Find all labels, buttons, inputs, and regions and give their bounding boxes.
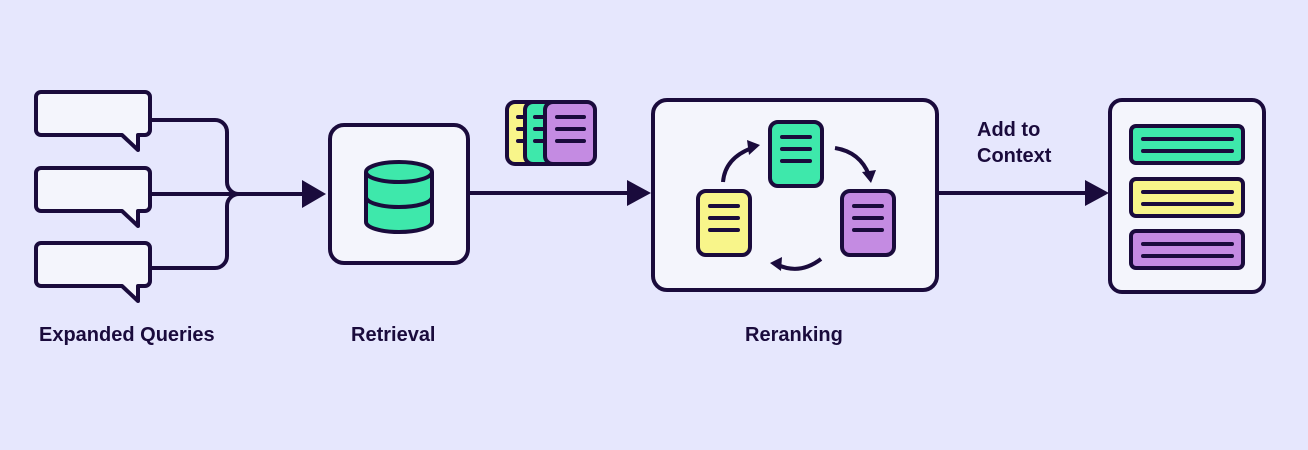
document-stack-icon — [505, 100, 597, 166]
cycle-documents-icon — [696, 120, 896, 271]
context-item-purple — [1129, 229, 1245, 270]
merge-connector — [152, 118, 316, 270]
arrow-to-reranking — [627, 180, 651, 206]
context-list-icon — [1129, 124, 1245, 270]
edge-label-line-1: Add to — [977, 119, 1041, 141]
edge-label-line-2: Context — [977, 145, 1052, 167]
document-purple-icon — [840, 189, 896, 257]
stage-label-reranking: Reranking — [745, 324, 843, 346]
edge-label-add-to-context: Add to Context — [977, 117, 1051, 169]
stage-label-expanded-queries: Expanded Queries — [39, 324, 215, 346]
query-bubble — [34, 241, 152, 303]
document-yellow-icon — [696, 189, 752, 257]
document-green-icon — [768, 120, 824, 188]
arrow-to-retrieval — [302, 180, 326, 208]
context-item-yellow — [1129, 177, 1245, 218]
context-item-green — [1129, 124, 1245, 165]
database-icon — [364, 160, 434, 234]
cycle-arrowheads — [747, 140, 876, 271]
stage-label-retrieval: Retrieval — [351, 324, 436, 346]
query-bubble — [34, 90, 152, 152]
query-bubble — [34, 166, 152, 228]
document-purple-icon — [543, 100, 597, 166]
arrow-to-context — [1085, 180, 1109, 206]
